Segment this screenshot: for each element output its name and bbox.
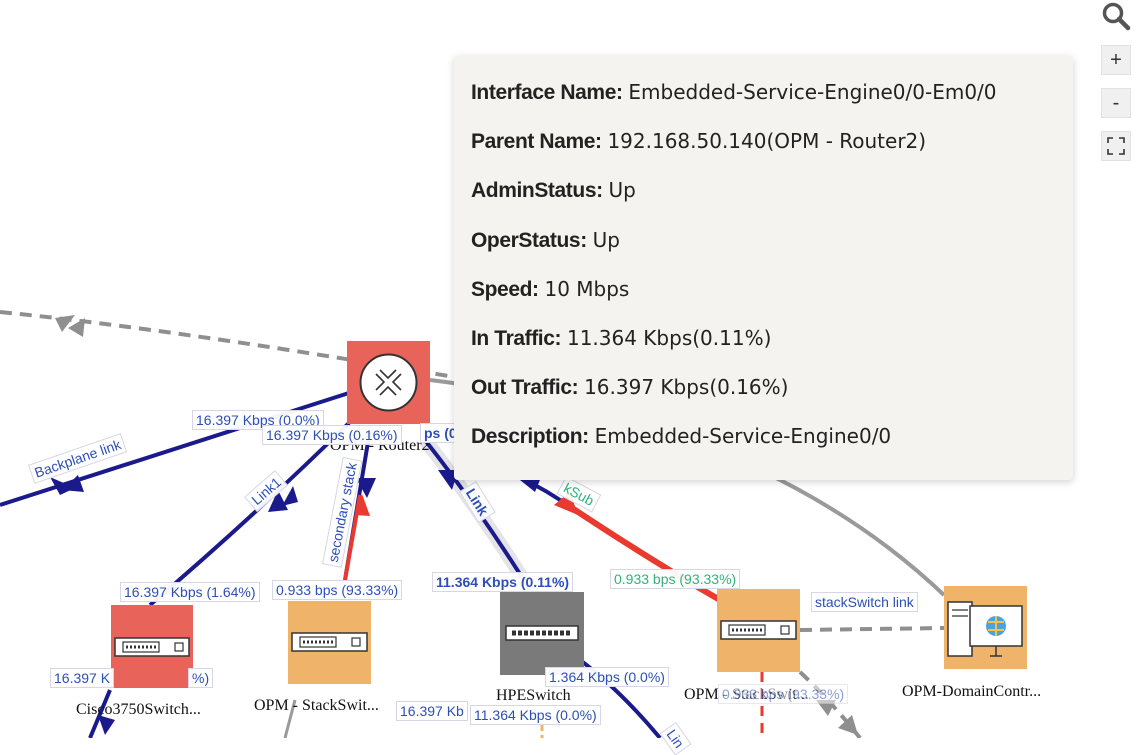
tooltip-value: Up [592,227,620,252]
domain-label: OPM-DomainContr... [902,683,1042,700]
link-bottom-cisco[interactable] [88,689,112,738]
tooltip-value: 11.364 Kbps(0.11%) [566,325,772,350]
node-domain[interactable] [944,586,1027,669]
stack1-box [288,601,371,684]
link-label: 0.933 bps (93.33%) [718,684,849,704]
domain-box [944,586,1027,669]
tooltip-value: Up [608,178,636,203]
hpe-label: HPESwitch [496,687,571,704]
link-stack2-red[interactable] [558,497,722,603]
link-label: stackSwitch link [811,592,918,612]
tooltip-row-parent-name: Parent Name: 192.168.50.140(OPM - Router… [471,129,1073,178]
search-icon [1102,2,1131,31]
arrow-marker [268,490,288,512]
arrow-marker [355,494,370,516]
tooltip-key: In Traffic: [471,326,562,350]
arrow-marker [816,700,836,716]
hpe-box [500,592,584,675]
switch-icon [114,637,190,657]
interface-tooltip: Interface Name: Embedded-Service-Engine0… [454,56,1073,480]
tooltip-row-in-traffic: In Traffic: 11.364 Kbps(0.11%) [471,326,1073,375]
tooltip-value: 10 Mbps [544,276,630,301]
link-label: 16.397 K [50,668,115,688]
cisco-box [111,605,193,688]
stack1-label: OPM - StackSwit... [254,697,379,714]
arrow-marker [55,315,75,332]
arrow-marker [838,715,858,735]
tooltip-row-oper-status: OperStatus: Up [471,228,1073,277]
link-stackswitch[interactable] [799,626,945,632]
cisco-label: Cisco3750Switch... [76,701,201,718]
switch-icon [291,632,368,652]
link-label: 16.397 Kbps (0.16%) [262,425,402,445]
tooltip-row-speed: Speed: 10 Mbps [471,277,1073,326]
link-bottom-stack1[interactable] [283,699,297,738]
tooltip-row-description: Description: Embedded-Service-Engine0/0 [471,424,1073,473]
tooltip-value: 16.397 Kbps(0.16%) [584,375,789,400]
fullscreen-button[interactable] [1101,131,1131,161]
tooltip-value: 192.168.50.140(OPM - Router2) [607,129,927,154]
link-label: 11.364 Kbps (0.11%) [432,572,574,592]
arrow-marker [98,715,115,735]
link-label: 11.364 Kbps (0.0%) [470,705,601,725]
tooltip-row-interface-name: Interface Name: Embedded-Service-Engine0… [471,80,1073,129]
tooltip-key: OperStatus: [471,228,587,252]
node-router[interactable] [347,341,430,424]
tooltip-key: Description: [471,425,589,449]
tooltip-value: Embedded-Service-Engine0/0-Em0/0 [628,80,997,104]
link-label: 0.933 bps (93.33%) [272,580,403,600]
link-label: 16.397 Kb [396,701,468,721]
tooltip-value: Embedded-Service-Engine0/0 [594,424,892,449]
windows-server-icon [947,601,1023,657]
tooltip-key: Out Traffic: [471,376,579,400]
tooltip-key: Parent Name: [471,130,602,154]
arrow-marker [438,470,458,490]
zoom-in-button[interactable]: + [1101,45,1131,75]
link-label: 16.397 Kbps (1.64%) [120,582,260,602]
node-cisco[interactable] [111,605,193,688]
link-label: 1.364 Kbps (0.0%) [545,667,669,687]
link-label: %) [188,668,214,688]
link-backplane[interactable] [0,390,353,507]
tooltip-key: Interface Name: [471,81,623,104]
tooltip-row-admin-status: AdminStatus: Up [471,178,1073,227]
switch-icon [720,620,797,640]
arrow-marker [282,486,298,506]
link-bottom-hpe[interactable] [578,658,662,738]
node-hpe[interactable] [500,592,584,675]
link-label: 0.933 bps (93.33%) [610,569,741,589]
zoom-out-button[interactable]: - [1101,88,1131,118]
arrow-marker [68,318,85,337]
tooltip-key: AdminStatus: [471,179,603,203]
tooltip-row-out-traffic: Out Traffic: 16.397 Kbps(0.16%) [471,375,1073,424]
arrow-marker [356,478,376,498]
router-box [347,341,430,424]
node-stack2[interactable] [717,589,800,672]
node-stack1[interactable] [288,601,371,684]
search-button[interactable] [1100,0,1132,32]
stack2-box [717,589,800,672]
router-icon [359,353,418,412]
arrow-marker [62,475,84,492]
tooltip-key: Speed: [471,277,539,301]
switch-icon [505,625,579,641]
fullscreen-icon [1107,137,1125,155]
